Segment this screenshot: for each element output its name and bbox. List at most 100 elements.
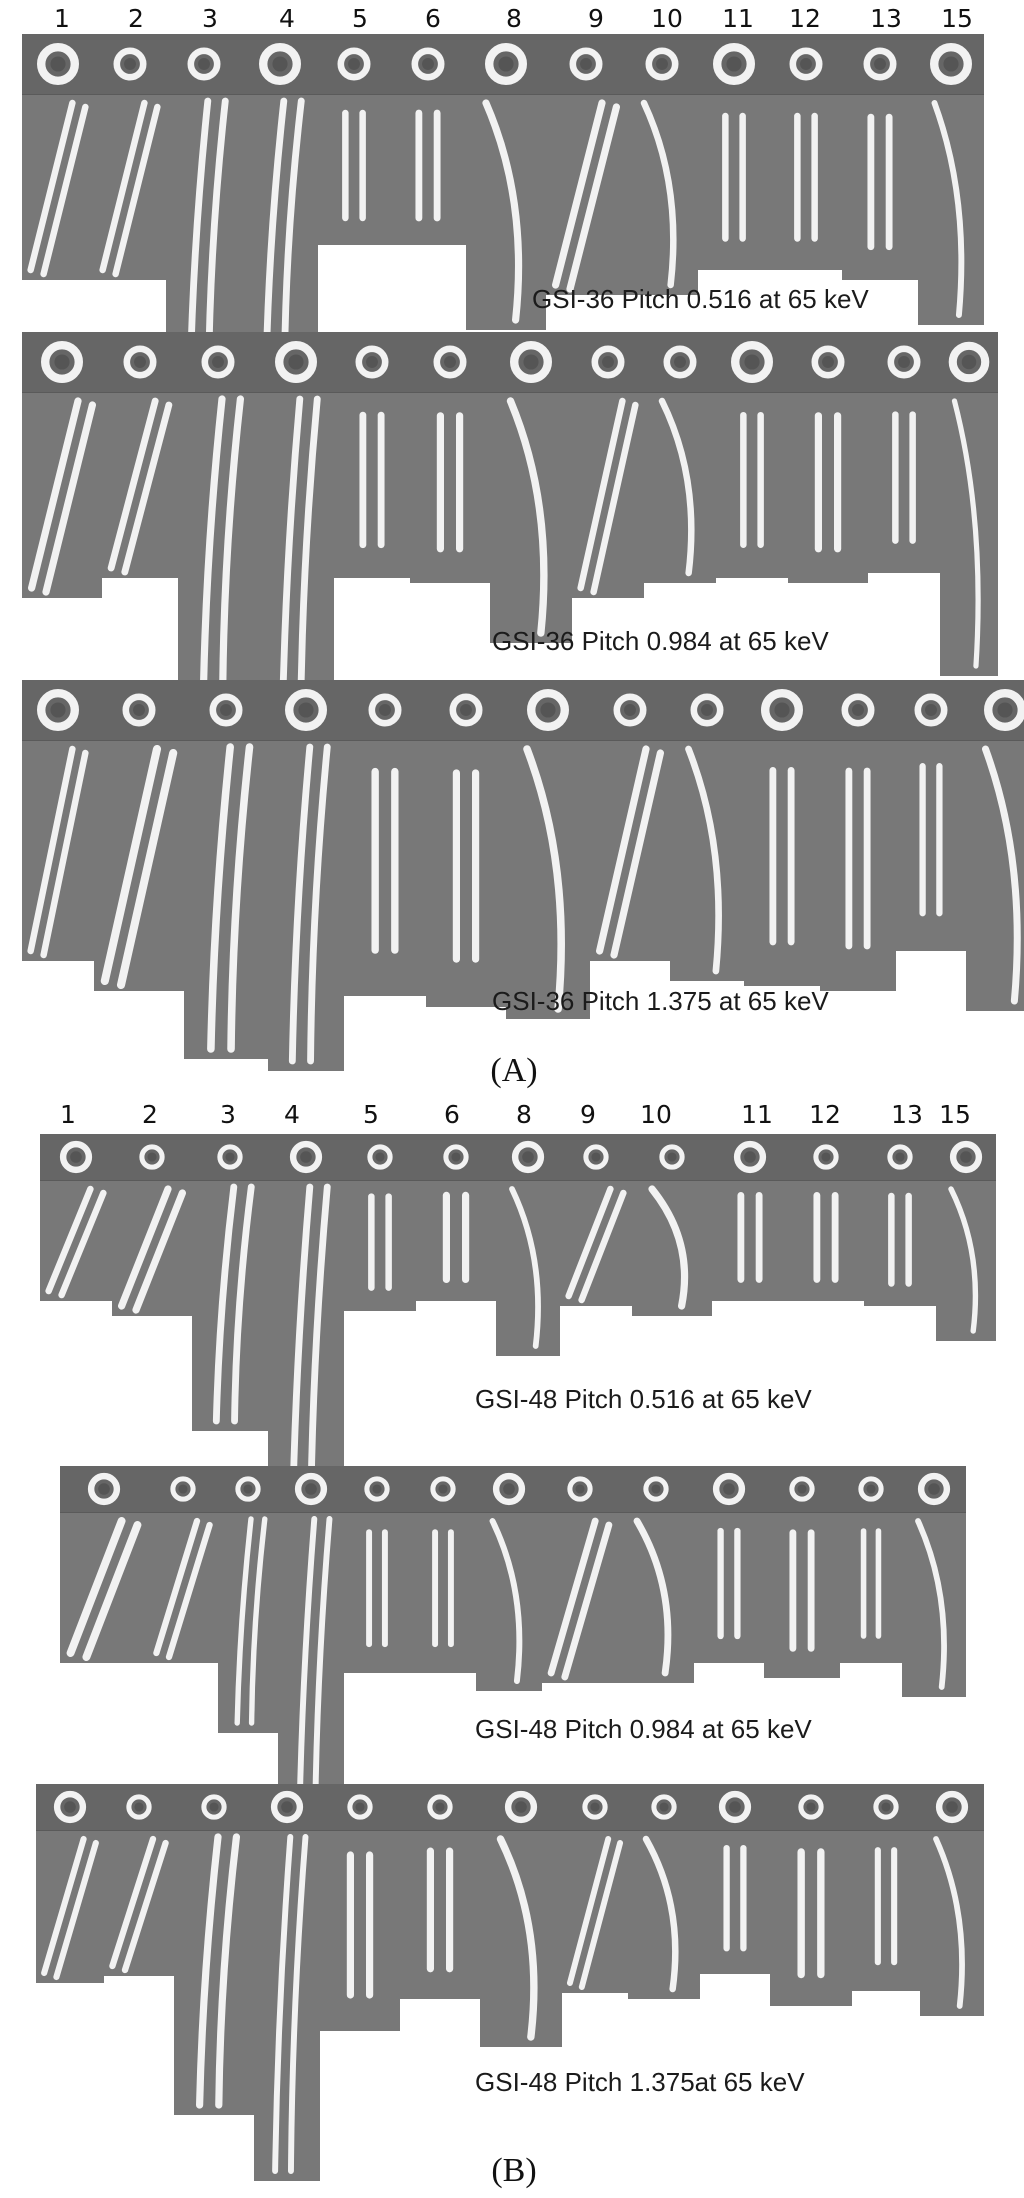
- ct-scan-tile: [390, 34, 466, 245]
- axial-view: [572, 332, 644, 392]
- bone-rod: [610, 749, 664, 959]
- bone-rod: [281, 97, 305, 364]
- axial-view: [94, 680, 184, 740]
- cross-section-ring: [289, 1140, 323, 1174]
- axial-view: [102, 332, 178, 392]
- longitudinal-view: [344, 1512, 410, 1673]
- ct-scan-tile: [618, 1466, 694, 1683]
- axial-view: [764, 1466, 840, 1512]
- axial-view: [896, 680, 966, 740]
- ct-scan-tile: [966, 680, 1024, 1011]
- bone-rod: [951, 398, 981, 669]
- cross-section-ring: [582, 1794, 608, 1820]
- ct-scan-tile: [644, 332, 716, 583]
- column-number: 11: [741, 1100, 773, 1129]
- bone-rod: [66, 1517, 126, 1657]
- bone-rod: [506, 397, 548, 637]
- ct-scan-tile: [572, 332, 644, 598]
- bone-rod: [931, 100, 965, 318]
- ct-scan-tile: [344, 1466, 410, 1673]
- axial-view: [712, 1134, 788, 1180]
- cross-section-ring: [917, 1472, 951, 1506]
- cross-section-ring: [201, 1794, 227, 1820]
- longitudinal-view: [770, 94, 842, 270]
- axial-view: [390, 34, 466, 94]
- cross-section-ring: [761, 689, 803, 731]
- cross-section-ring: [873, 1794, 899, 1820]
- panel-label-a: (A): [490, 1052, 538, 1089]
- axial-view: [936, 1134, 996, 1180]
- bone-rod: [28, 397, 82, 592]
- row-caption: GSI-36 Pitch 0.516 at 65 keV: [532, 284, 869, 314]
- column-number: 3: [220, 1100, 236, 1129]
- column-number: 8: [506, 4, 522, 33]
- cross-section-ring: [914, 693, 948, 727]
- axial-view: [700, 1784, 770, 1830]
- longitudinal-view: [694, 1512, 764, 1663]
- ct-scan-tile: [770, 1784, 852, 2006]
- longitudinal-view: [744, 740, 820, 986]
- column-number: 10: [651, 4, 683, 33]
- axial-view: [178, 332, 258, 392]
- cross-section-ring: [123, 345, 157, 379]
- bone-rod: [27, 99, 76, 274]
- column-number: 12: [789, 4, 821, 33]
- longitudinal-view: [918, 94, 984, 325]
- column-number: 2: [128, 4, 144, 33]
- ct-scan-tile: [496, 1134, 560, 1356]
- ct-scan-tile: [716, 332, 788, 578]
- longitudinal-view: [22, 392, 102, 598]
- ct-scan-tile: [466, 34, 546, 330]
- bone-rod: [121, 1839, 169, 1974]
- longitudinal-view: [466, 94, 546, 330]
- bone-rod: [565, 1185, 614, 1300]
- axial-view: [268, 680, 344, 740]
- bone-rod: [196, 1833, 222, 2109]
- axial-view: [104, 1784, 174, 1830]
- longitudinal-view: [102, 392, 178, 578]
- axial-view: [426, 680, 506, 740]
- bone-rod: [212, 1183, 238, 1425]
- longitudinal-view: [178, 392, 258, 693]
- ct-scan-tile: [868, 332, 940, 573]
- longitudinal-view: [562, 1830, 628, 1993]
- axial-view: [618, 1466, 694, 1512]
- longitudinal-view: [698, 94, 770, 270]
- ct-scan-tile: [104, 1784, 174, 1976]
- axial-view: [918, 34, 984, 94]
- longitudinal-view: [60, 1512, 148, 1663]
- row-caption: GSI-36 Pitch 0.984 at 65 keV: [492, 626, 829, 656]
- cross-section-ring: [285, 689, 327, 731]
- ct-scan-tile: [410, 332, 490, 583]
- ct-scan-tile: [920, 1784, 984, 2016]
- ct-scan-tile: [902, 1466, 966, 1697]
- axial-view: [902, 1466, 966, 1512]
- axial-view: [192, 1134, 268, 1180]
- bone-rod: [561, 1521, 613, 1681]
- ct-scan-tile: [318, 34, 390, 245]
- ct-scan-tile: [628, 1784, 700, 1999]
- longitudinal-view: [476, 1512, 542, 1691]
- ct-scan-tile: [712, 1134, 788, 1301]
- axial-view: [506, 680, 590, 740]
- column-number: 13: [870, 4, 902, 33]
- column-number: 1: [60, 1100, 76, 1129]
- column-number: 4: [279, 4, 295, 33]
- bone-rod: [27, 745, 76, 955]
- axial-view: [940, 332, 998, 392]
- cross-section-ring: [294, 1472, 328, 1506]
- axial-view: [344, 680, 426, 740]
- column-number: 1: [54, 4, 70, 33]
- axial-view: [94, 34, 166, 94]
- axial-view: [632, 1134, 712, 1180]
- cross-section-ring: [935, 1790, 969, 1824]
- ct-scan-tile: [174, 1784, 254, 2115]
- axial-view: [400, 1784, 480, 1830]
- cross-section-ring: [591, 345, 625, 379]
- bone-rod: [99, 99, 148, 274]
- cross-section-ring: [492, 1472, 526, 1506]
- cross-section-ring: [41, 341, 83, 383]
- bone-rod: [685, 745, 722, 975]
- axial-view: [698, 34, 770, 94]
- bone-rod: [41, 1835, 87, 1977]
